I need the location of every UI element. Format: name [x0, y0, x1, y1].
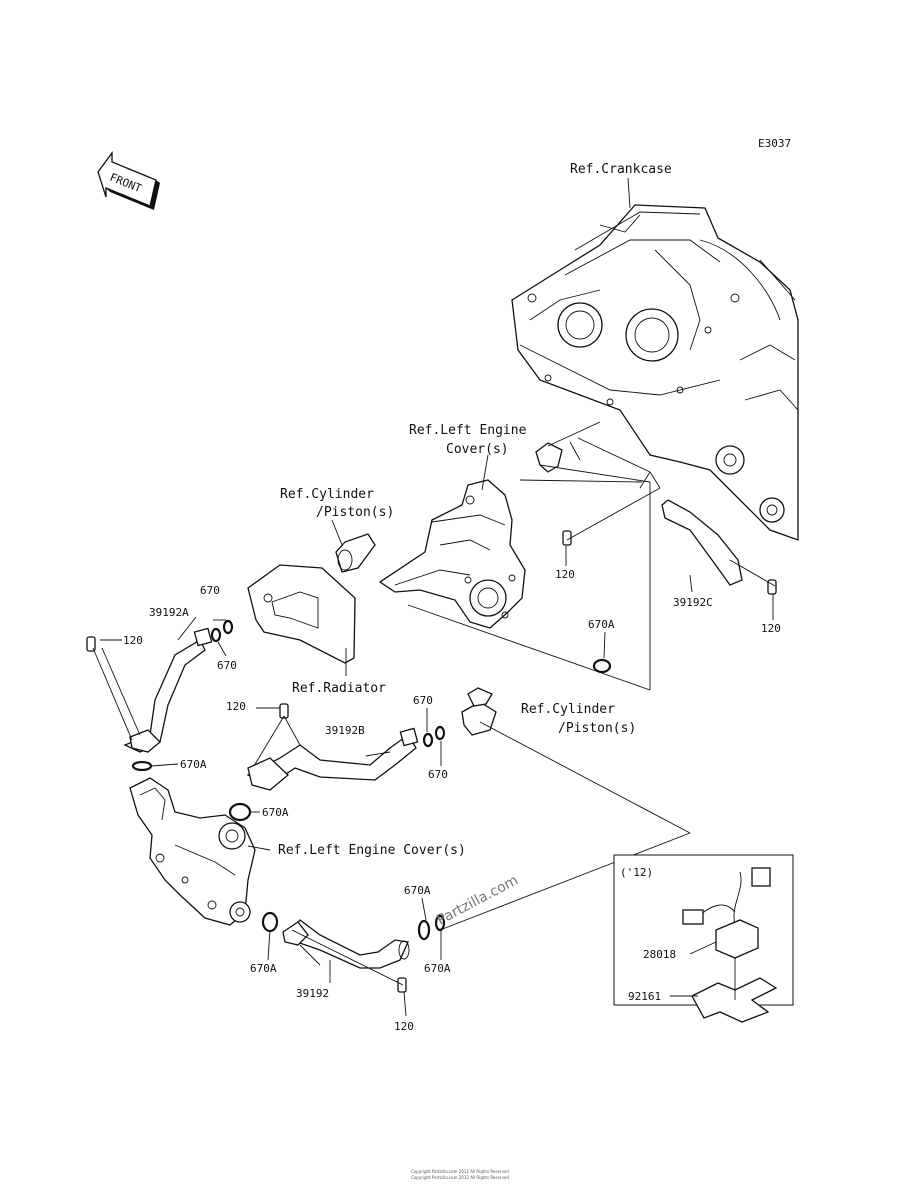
- ref-cylinder-piston-a-2: /Piston(s): [316, 505, 394, 520]
- ref-radiator: Ref.Radiator: [292, 681, 386, 696]
- part-670-b: 670: [217, 659, 237, 672]
- part-120-c: 120: [555, 568, 575, 581]
- hose-39192c: [661, 499, 743, 586]
- inset-label: ('12): [620, 866, 653, 879]
- hose-39192: [283, 919, 410, 969]
- watermark: Partzilla.com: [434, 872, 521, 928]
- crankcase-drawing: [511, 204, 799, 541]
- part-120-b: 120: [226, 700, 246, 713]
- front-arrow-icon: FRONT: [97, 151, 160, 210]
- part-670a-a: 670A: [180, 758, 207, 771]
- part-670a-d: 670A: [404, 884, 431, 897]
- inset-box: ('12) 28018 92161: [613, 854, 794, 1023]
- ref-left-engine-cover-top: Ref.Left Engine: [409, 423, 527, 438]
- part-670a-b: 670A: [262, 806, 289, 819]
- ref-cylinder-piston-b: Ref.Cylinder: [521, 702, 615, 717]
- part-670a-c: 670A: [588, 618, 615, 631]
- part-120-a: 120: [123, 634, 143, 647]
- ref-cylinder-piston-a: Ref.Cylinder: [280, 487, 374, 502]
- part-670-a: 670: [200, 584, 220, 597]
- flange-lower-left: [129, 729, 161, 753]
- part-39192b: 39192B: [325, 724, 365, 737]
- flange-39192b: [247, 757, 289, 791]
- leader-lines: [92, 177, 776, 1017]
- part-670a-f: 670A: [424, 962, 451, 975]
- ref-left-engine-cover-mid: Ref.Left Engine Cover(s): [278, 843, 466, 858]
- part-120-e: 120: [394, 1020, 414, 1033]
- part-92161: 92161: [628, 990, 661, 1003]
- part-670a-e: 670A: [250, 962, 277, 975]
- ref-left-engine-cover-top-2: Cover(s): [446, 442, 509, 457]
- part-39192c: 39192C: [673, 596, 713, 609]
- fitting-cylinder-b: [461, 687, 497, 736]
- part-39192: 39192: [296, 987, 329, 1000]
- fitting-cylinder-a: [335, 533, 376, 573]
- part-28018: 28018: [643, 948, 676, 961]
- footer-line-1: Copyright Partzilla.com 2012 All Rights …: [411, 1169, 509, 1174]
- part-39192a: 39192A: [149, 606, 189, 619]
- diagram-code: E3037: [758, 137, 791, 150]
- part-120-d: 120: [761, 622, 781, 635]
- left-engine-cover-lower-drawing: [129, 777, 256, 926]
- left-engine-cover-drawing: [378, 479, 526, 629]
- footer-line-2: Copyright Partzilla.com 2012 All Rights …: [411, 1175, 509, 1180]
- flange-39192: [282, 921, 309, 946]
- hose-39192b: [246, 727, 419, 786]
- radiator-bracket-drawing: [247, 564, 356, 664]
- o-ring-icon: [131, 619, 612, 941]
- part-670-d: 670: [428, 768, 448, 781]
- part-670-c: 670: [413, 694, 433, 707]
- ref-crankcase: Ref.Crankcase: [570, 162, 672, 177]
- ref-cylinder-piston-b-2: /Piston(s): [558, 721, 636, 736]
